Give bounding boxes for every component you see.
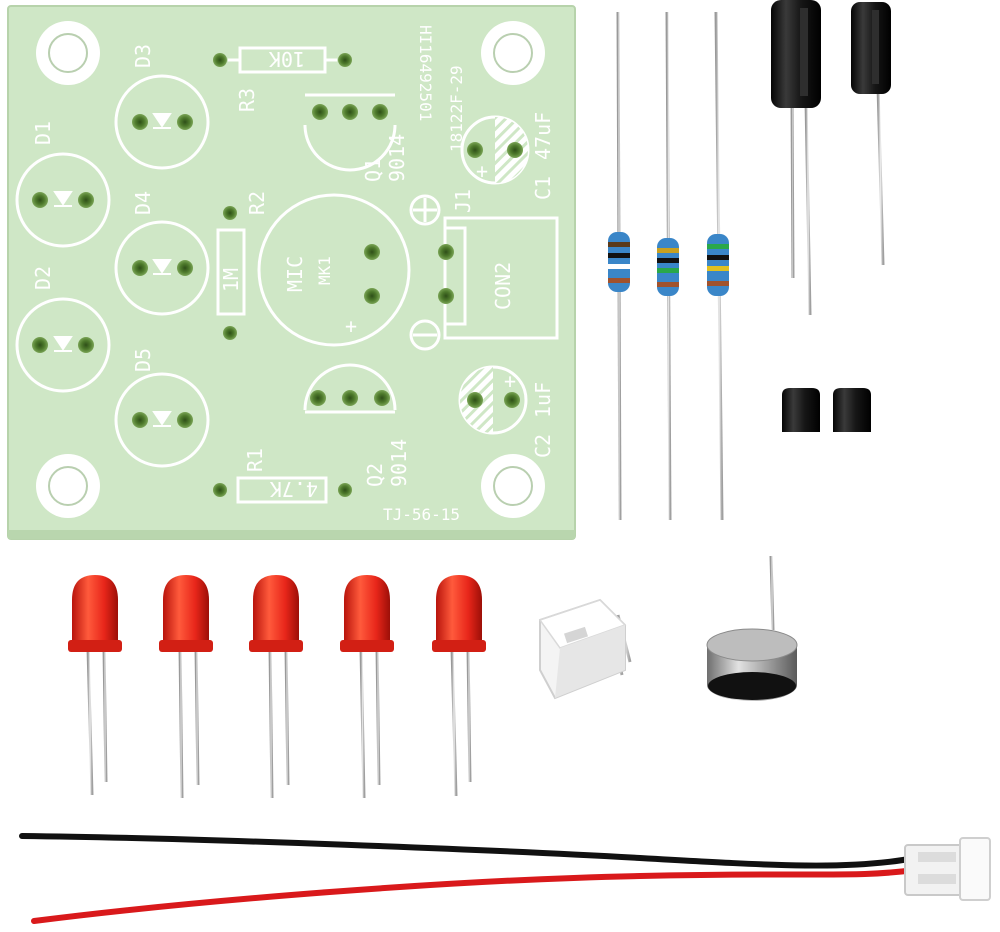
q2-footprint: Q2 9014: [303, 363, 411, 487]
led-pads: [32, 114, 193, 428]
label-c2: C2: [531, 434, 555, 458]
leds: [68, 575, 486, 799]
c1-footprint: + C1 47uF: [460, 112, 555, 200]
transistor-1: [782, 388, 820, 540]
label-q2-part: 9014: [387, 439, 411, 487]
resistor-2: [657, 11, 679, 521]
label-q2: Q2: [363, 463, 387, 487]
c2-footprint: + C2 1uF: [458, 365, 555, 458]
led-3: [249, 575, 303, 799]
resistor-3: [707, 11, 729, 521]
resistors: [608, 11, 729, 521]
label-d1: D1: [31, 121, 55, 145]
led-1: [68, 575, 122, 796]
label-q1: Q1: [361, 158, 385, 182]
label-d4: D4: [131, 191, 155, 215]
resistor-1: [608, 11, 630, 521]
diode-symbols: [53, 113, 172, 427]
label-r2: R2: [245, 191, 269, 215]
label-mic-plus: +: [345, 314, 357, 338]
transistor-2: [833, 388, 871, 540]
wire-cable: [19, 833, 991, 924]
label-board-id: TJ-56-15: [383, 505, 460, 524]
wire-connector-plug: [904, 837, 991, 901]
label-r1: R1: [243, 448, 267, 472]
label-j1: J1: [451, 189, 475, 213]
label-c1-value: 47uF: [531, 112, 555, 160]
mounting-holes: [36, 21, 545, 518]
label-c2-value: 1uF: [531, 382, 555, 418]
label-d5: D5: [131, 348, 155, 372]
q1-footprint: Q1 9014: [303, 93, 409, 182]
label-c2-plus: +: [504, 369, 516, 393]
pcb-board: D1 D2 D3 D4 D5 10K R3 1M R2 4.7K R1: [7, 5, 576, 540]
mic-footprint: MIC MK1 +: [257, 193, 411, 347]
label-c1-plus: +: [476, 159, 488, 183]
label-r3-value: 10K: [269, 47, 305, 71]
label-r1-value: 4.7K: [270, 477, 318, 501]
pcb-header-connector: [538, 598, 632, 700]
capacitor-1uf: [851, 2, 891, 266]
label-mk1: MK1: [315, 256, 334, 285]
led-5: [432, 575, 486, 797]
capacitors: [771, 0, 891, 316]
label-d2: D2: [31, 266, 55, 290]
electret-microphone: [706, 555, 798, 701]
led-footprints: [15, 74, 210, 468]
label-d3: D3: [131, 44, 155, 68]
label-code-line1: HI16492501: [416, 25, 435, 121]
label-r2-value: 1M: [219, 268, 243, 292]
j1-footprint: J1 CON2: [409, 189, 559, 351]
label-code-line2: 18122F-29: [447, 65, 466, 152]
transistors: [782, 388, 871, 540]
r3-footprint: 10K R3: [213, 46, 352, 112]
led-2: [159, 575, 213, 799]
label-c1: C1: [531, 176, 555, 200]
label-mic: MIC: [283, 256, 307, 292]
label-con2: CON2: [491, 262, 515, 310]
capacitor-47uf: [771, 0, 821, 316]
label-q1-part: 9014: [385, 134, 409, 182]
r2-footprint: 1M R2: [216, 191, 269, 340]
label-r3: R3: [235, 88, 259, 112]
led-4: [340, 575, 394, 799]
r1-footprint: 4.7K R1: [213, 448, 352, 504]
